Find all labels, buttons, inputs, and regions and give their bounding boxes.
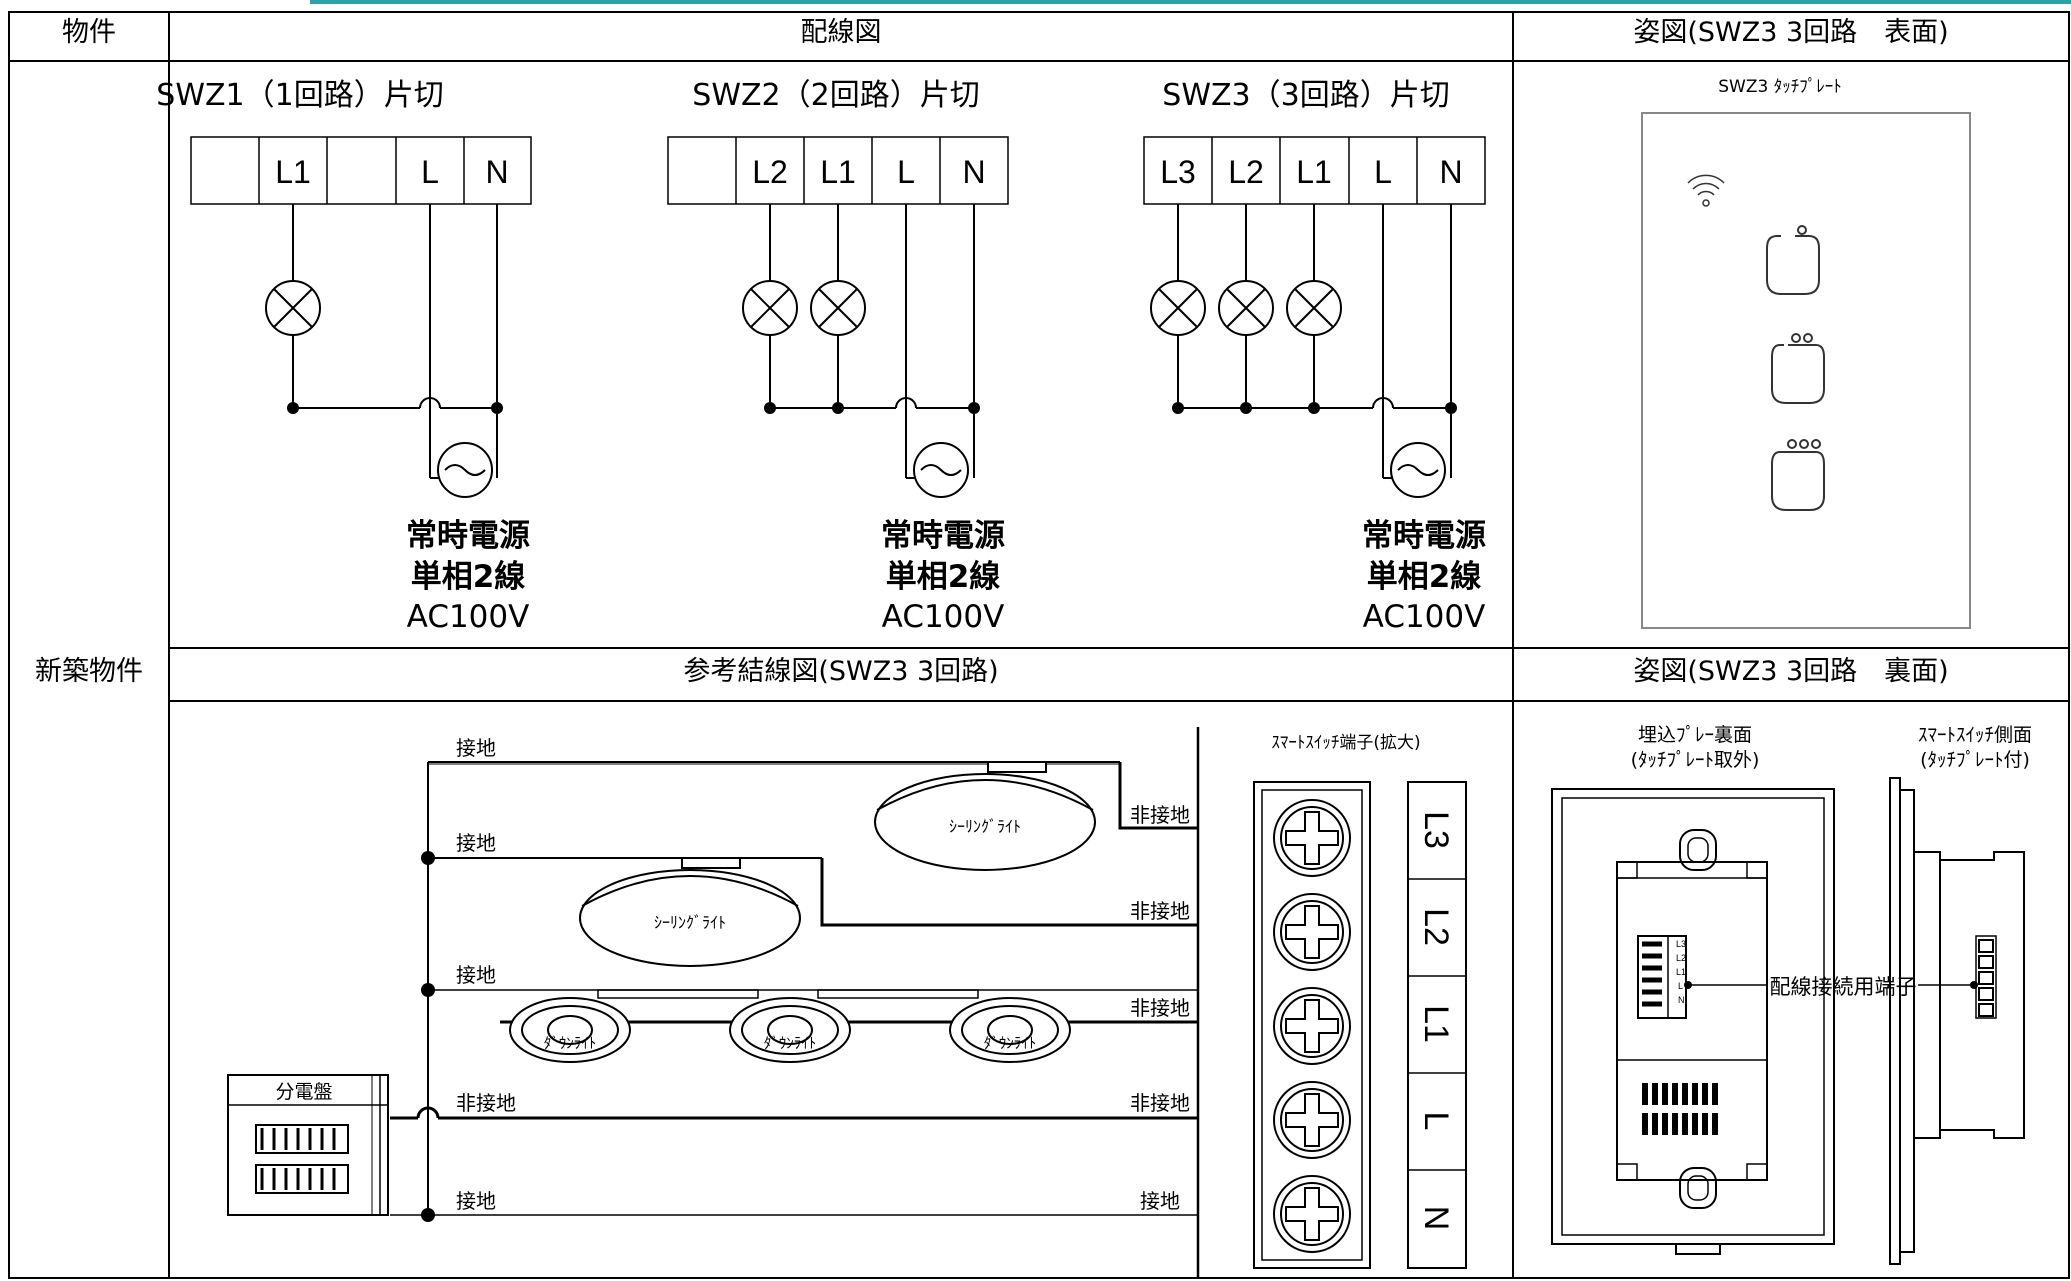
swz1-terminal-L: L [421,154,439,190]
header-wiring: 配線図 [801,17,882,48]
new-build-label: 新築物件 [35,656,143,687]
ground-label-3: 接地 [456,963,496,987]
mini-label-L1: L1 [1676,967,1686,977]
side-title-2: (ﾀｯﾁﾌﾟﾚｰﾄ付) [1920,749,2030,771]
touch-button-1-icon [1766,225,1820,295]
swz2-power-line1: 常時電源 [881,518,1005,554]
ceiling-light-label-2: ｼｰﾘﾝｸﾞﾗｲﾄ [654,913,726,932]
swz3-power-line2: 単相2線 [1367,559,1482,595]
screw-icon [1273,1175,1351,1253]
rear-plate [1551,788,1835,1255]
down-light-label-1: ﾀﾞｳﾝﾗｲﾄ [544,1034,597,1052]
swz3-power-line3: AC100V [1363,599,1486,635]
ground-label-4: 接地 [456,1189,496,1213]
rear-title-2: (ﾀｯﾁﾌﾟﾚｰﾄ取外) [1631,749,1760,771]
header-front-view: 姿図(SWZ3 3回路 表面) [1633,17,1948,48]
ceiling-light-label-1: ｼｰﾘﾝｸﾞﾗｲﾄ [949,817,1021,836]
terminal-label-L1: L1 [1417,1005,1455,1043]
ground-label-1: 接地 [456,736,496,760]
terminal-label-N: N [1417,1206,1455,1231]
down-light-icon [949,997,1071,1063]
side-view [1889,777,2025,1265]
side-title-1: ｽﾏｰﾄｽｲｯﾁ側面 [1918,724,2032,746]
header-property: 物件 [62,17,116,48]
panel-label: 分電盤 [275,1081,332,1103]
swz2-terminal-N: N [962,154,985,190]
ceiling-light-icon [874,761,1096,871]
down-light-label-3: ﾀﾞｳﾝﾗｲﾄ [984,1034,1037,1052]
swz2-terminal-L1: L1 [820,154,856,190]
non-ground-label-4: 非接地 [1130,1091,1190,1115]
mini-label-L: L [1678,981,1683,991]
swz3-terminal-L1: L1 [1296,154,1332,190]
swz1-power-line3: AC100V [407,599,530,635]
terminal-label-L2: L2 [1417,908,1455,946]
table-grid [8,11,2070,1279]
swz1-power-line2: 単相2線 [411,559,526,595]
swz3-terminal-L3: L3 [1160,154,1196,190]
screw-icon [1273,1081,1351,1159]
swz3-terminal-L: L [1374,154,1392,190]
mini-label-L2: L2 [1676,953,1686,963]
terminal-label-L3: L3 [1417,811,1455,849]
non-ground-label-left: 非接地 [456,1091,516,1115]
distribution-panel-icon [227,1074,389,1216]
swz3-diagram: SWZ3（3回路）片切 L3 L2 L1 L N [1143,78,1486,635]
ac-source-icon [437,442,493,498]
swz3-terminal-L2: L2 [1228,154,1264,190]
back-view: 埋込ﾌﾟﾚｰ裏面 (ﾀｯﾁﾌﾟﾚｰﾄ取外) ｽﾏｰﾄｽｲｯﾁ側面 (ﾀｯﾁﾌﾟﾚ… [1551,724,2032,1265]
swz1-diagram: SWZ1（1回路）片切 L1 L N [156,78,532,635]
header-back-view: 姿図(SWZ3 3回路 裏面) [1633,656,1948,687]
reference-diagram: 接地 接地 接地 非接地 接地 非接地 非接地 非接地 非接地 接地 ｼｰﾘﾝｸ… [227,727,1467,1278]
ground-label-right: 接地 [1140,1189,1180,1213]
swz1-terminal-N: N [485,154,508,190]
non-ground-label-3: 非接地 [1130,996,1190,1020]
swz3-power-line1: 常時電源 [1362,518,1486,554]
swz2-terminal-L2: L2 [752,154,788,190]
swz2-power-line2: 単相2線 [886,559,1001,595]
swz2-diagram: SWZ2（2回路）片切 L2 L1 L N [667,78,1009,635]
front-view: SWZ3 ﾀｯﾁﾌﾟﾚｰﾄ [1641,77,1971,629]
swz1-title: SWZ1（1回路）片切 [156,78,443,113]
swz1-power-line1: 常時電源 [406,518,530,554]
swz2-title: SWZ2（2回路）片切 [692,78,979,113]
screw-icon [1273,987,1351,1065]
non-ground-label-2: 非接地 [1130,899,1190,923]
terminal-block [1253,781,1467,1269]
ceiling-light-icon [579,857,801,967]
header-reference: 参考結線図(SWZ3 3回路) [683,656,998,687]
rear-title-1: 埋込ﾌﾟﾚｰ裏面 [1638,724,1752,746]
touch-button-2-icon [1771,333,1825,404]
touch-button-3-icon [1771,439,1825,511]
screw-icon [1273,799,1351,877]
touch-plate [1641,112,1971,629]
ground-label-2: 接地 [456,831,496,855]
swz2-power-line3: AC100V [882,599,1005,635]
connector-label: 配線接続用端子 [1770,975,1917,999]
swz3-title: SWZ3（3回路）片切 [1162,78,1449,113]
wifi-icon [1687,174,1725,207]
mini-label-L3: L3 [1676,939,1686,949]
swz2-terminal-L: L [897,154,915,190]
down-light-icon [729,997,851,1063]
non-ground-label-1: 非接地 [1130,803,1190,827]
plate-label: SWZ3 ﾀｯﾁﾌﾟﾚｰﾄ [1718,77,1841,97]
accent-top-line [310,0,2071,4]
swz1-terminal-L1: L1 [275,154,311,190]
terminal-title: ｽﾏｰﾄｽｲｯﾁ端子(拡大) [1271,733,1420,753]
down-light-label-2: ﾀﾞｳﾝﾗｲﾄ [764,1034,817,1052]
screw-icon [1273,893,1351,971]
terminal-label-L: L [1417,1112,1455,1131]
mini-label-N: N [1678,995,1685,1005]
swz3-terminal-N: N [1439,154,1462,190]
down-light-icon [509,997,631,1063]
